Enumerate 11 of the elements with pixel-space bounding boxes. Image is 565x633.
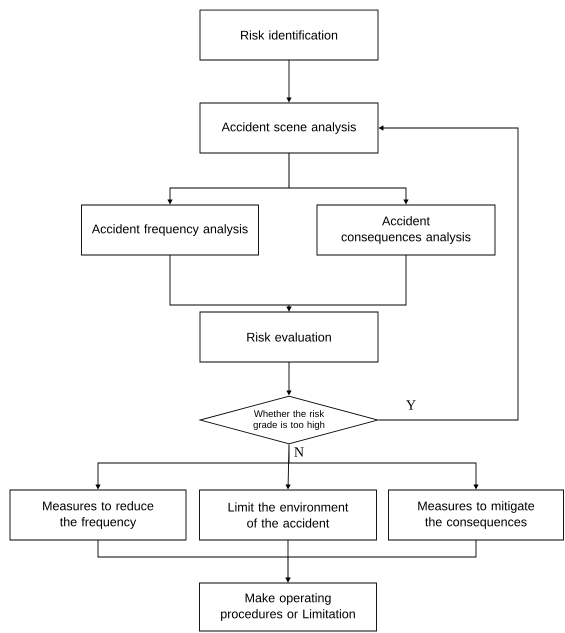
process-box: Measures to reduce the frequency [10, 490, 186, 540]
process-box: Risk evaluation [200, 312, 378, 362]
process-box: Measures to mitigate the consequences [388, 490, 564, 540]
process-box: Make operating procedures or Limitation [199, 582, 377, 632]
process-box: Accident consequences analysis [316, 204, 496, 256]
process-box: Risk identification [200, 10, 378, 60]
edge-label: N [292, 446, 306, 458]
process-box: Limit the environment of the accident [199, 490, 377, 540]
process-box: Accident frequency analysis [81, 204, 259, 256]
process-box: Accident scene analysis [200, 102, 378, 154]
edge-label: Y [404, 399, 418, 411]
